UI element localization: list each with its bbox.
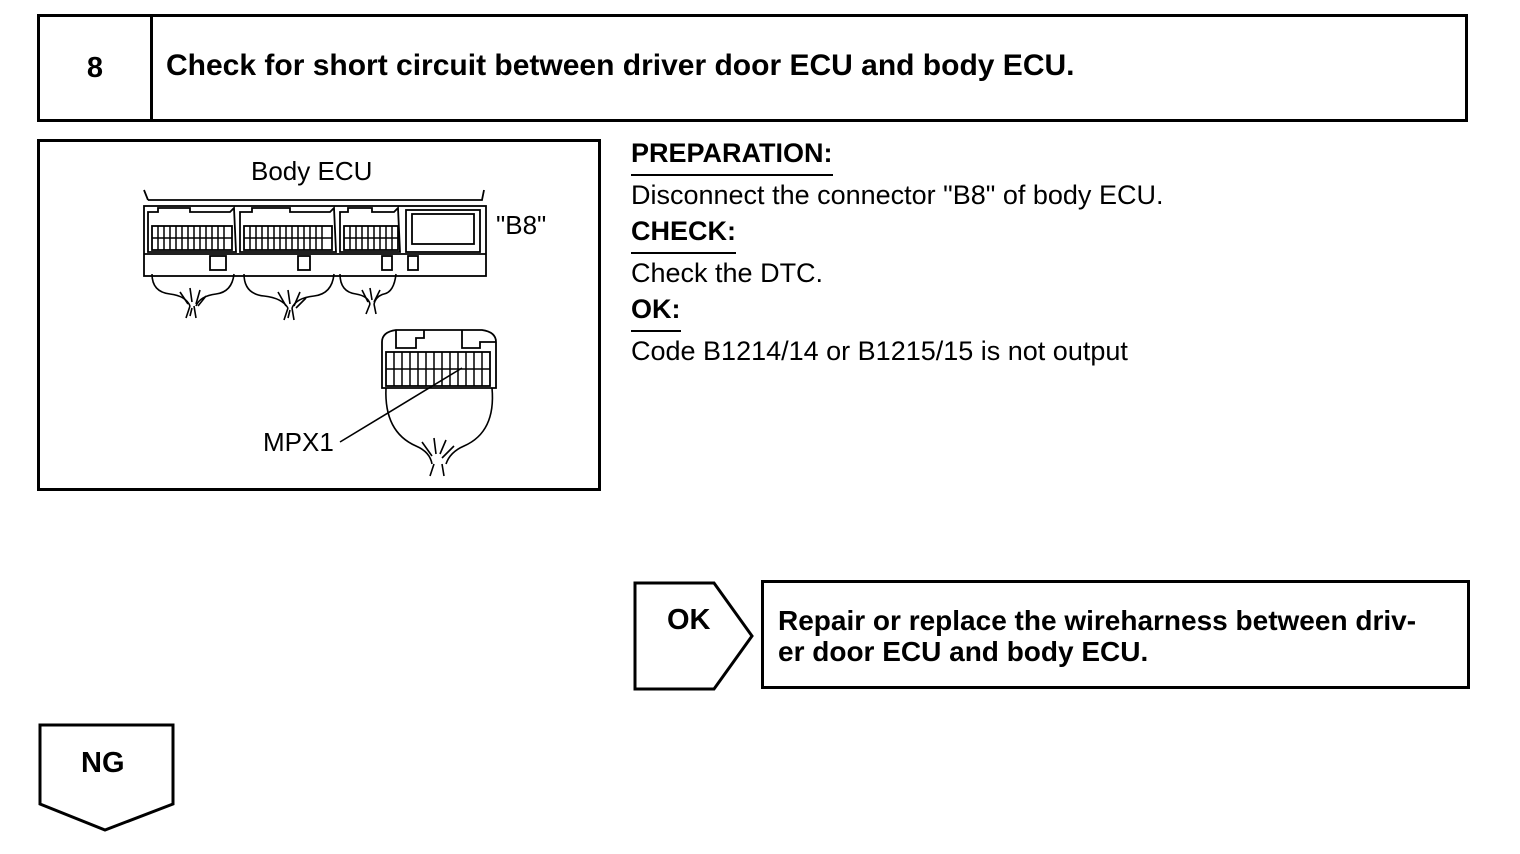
step-title: Check for short circuit between driver d…	[166, 49, 1075, 82]
ok-repair-line-1: Repair or replace the wireharness betwee…	[778, 605, 1417, 636]
body-ecu-connector-drawing	[143, 189, 497, 477]
step-header: 8 Check for short circuit between driver…	[37, 14, 1468, 122]
step-number: 8	[40, 17, 153, 119]
check-text: Check the DTC.	[631, 258, 824, 288]
ok-arrow-tag	[633, 581, 754, 691]
ok-branch-label: OK	[667, 604, 711, 636]
connector-illustration: Body ECU "B8" MPX1	[37, 139, 601, 491]
ok-spec-text: Code B1214/14 or B1215/15 is not output	[631, 336, 1128, 366]
preparation-heading: PREPARATION:	[631, 137, 833, 176]
ok-repair-line-2: er door ECU and body ECU.	[778, 636, 1149, 667]
ok-repair-instruction: Repair or replace the wireharness betwee…	[761, 580, 1470, 689]
preparation-text: Disconnect the connector "B8" of body EC…	[631, 180, 1164, 210]
check-heading: CHECK:	[631, 215, 736, 254]
body-ecu-label: Body ECU	[251, 156, 373, 186]
inspection-instructions: PREPARATION: Disconnect the connector "B…	[631, 137, 1451, 371]
ng-branch-label: NG	[81, 747, 125, 779]
mpx1-terminal-label: MPX1	[263, 427, 334, 457]
ng-arrow-tag	[38, 723, 175, 832]
ok-spec-heading: OK:	[631, 293, 681, 332]
b8-connector-label: "B8"	[496, 210, 547, 240]
